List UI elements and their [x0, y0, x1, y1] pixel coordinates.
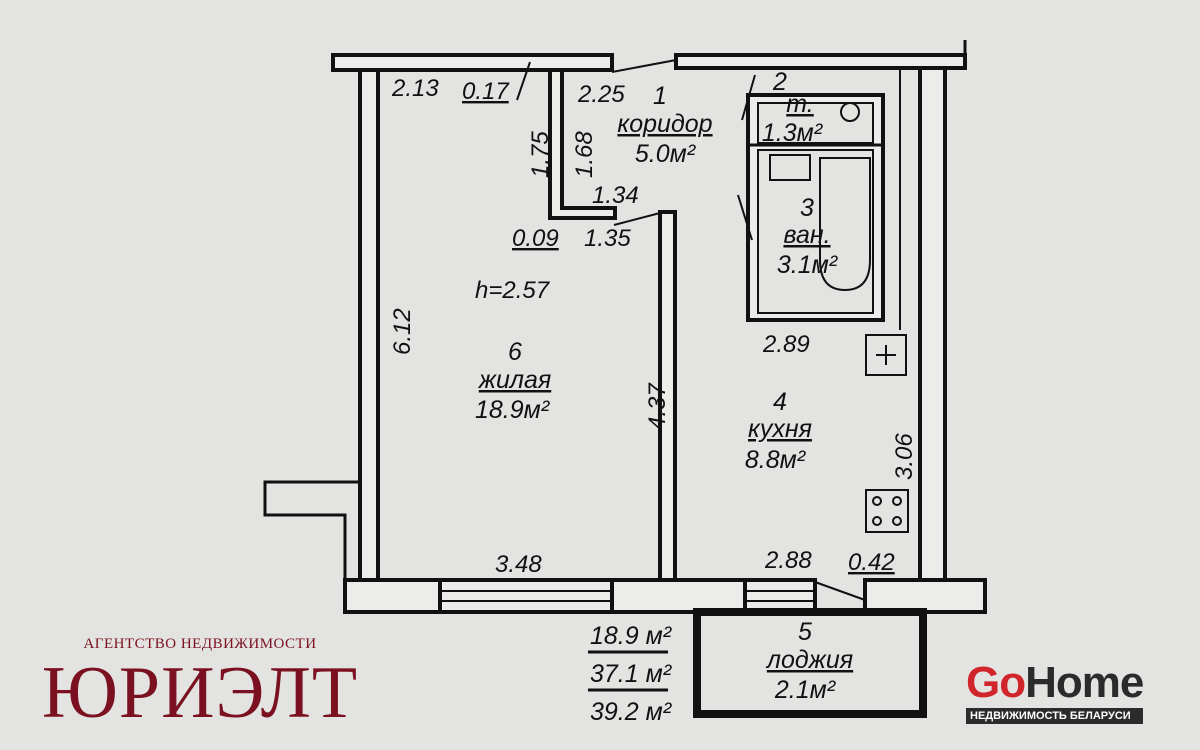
door-swing	[737, 194, 753, 241]
room-toilet: 2 т. 1.3м²	[762, 68, 824, 147]
dim-1-68: 1.68	[571, 131, 598, 178]
door-swing	[613, 212, 661, 226]
kitchen-sink-icon	[865, 334, 907, 376]
dim-0-42: 0.42	[848, 549, 895, 576]
loggia-walls	[693, 608, 927, 718]
bottom-wall-seg	[343, 578, 442, 614]
bottom-wall-pillar	[863, 578, 987, 614]
room-number: 6	[508, 338, 522, 366]
room-area: 18.9м²	[475, 396, 551, 424]
window-room	[438, 578, 614, 614]
living-area-total: 18.9 м²	[590, 622, 673, 650]
room-name: коридор	[617, 110, 712, 138]
left-wall	[358, 68, 380, 582]
room-number: 5	[798, 618, 812, 646]
dim-6-12: 6.12	[389, 308, 416, 355]
room-number: 1	[653, 82, 667, 110]
interior-wall	[658, 210, 677, 582]
agency-name: ЮРИЭЛТ	[41, 652, 359, 734]
room-name: лоджия	[765, 646, 853, 674]
door-swing	[516, 61, 531, 101]
dim-1-35: 1.35	[584, 225, 631, 252]
dim-2-25: 2.25	[577, 81, 625, 108]
gohome-tagline: НЕДВИЖИМОСТЬ БЕЛАРУСИ	[966, 708, 1144, 724]
dim-0-09: 0.09	[512, 225, 559, 252]
door-swing	[741, 74, 756, 121]
total-area: 37.1 м²	[590, 660, 673, 688]
bathroom-room	[757, 149, 874, 314]
window-kitchen	[743, 578, 817, 614]
corridor-wall	[548, 68, 617, 220]
room-area: 2.1м²	[774, 676, 837, 704]
room-name: жилая	[478, 366, 551, 394]
room-loggia: 5 лоджия 2.1м²	[765, 618, 853, 704]
room-bathroom: 3 ван. 3.1м²	[777, 194, 839, 279]
top-wall-left	[331, 53, 614, 72]
bathtub-icon	[819, 157, 871, 292]
dim-3-06: 3.06	[891, 433, 918, 480]
room-number: 2	[772, 68, 787, 96]
total-area-with-loggia: 39.2 м²	[590, 698, 673, 726]
dim-0-17: 0.17	[462, 78, 510, 105]
room-area: 8.8м²	[745, 446, 807, 474]
dim-2-89: 2.89	[762, 331, 810, 358]
dim-1-75: 1.75	[527, 131, 554, 178]
gohome-go: Go	[966, 658, 1026, 707]
room-name: ван.	[783, 221, 830, 249]
gohome-wordmark: GoHome	[966, 658, 1144, 707]
dim-2-88: 2.88	[764, 547, 812, 574]
dim-4-37: 4.37	[644, 382, 671, 430]
right-wall	[918, 66, 947, 582]
room-area: 1.3м²	[762, 119, 824, 147]
dim-2-13: 2.13	[391, 75, 439, 102]
room-kitchen: 4 кухня 8.8м²	[745, 388, 812, 474]
ceiling-height: h=2.57	[475, 277, 551, 304]
toilet-icon	[840, 102, 860, 122]
door-swing	[814, 581, 866, 601]
sink-icon	[769, 154, 811, 181]
room-living: 6 жилая 18.9м²	[475, 338, 551, 424]
dim-1-34: 1.34	[592, 182, 639, 209]
room-number: 4	[773, 388, 787, 416]
room-number: 3	[800, 194, 814, 222]
agency-logo: АГЕНТСТВО НЕДВИЖИМОСТИ ЮРИЭЛТ	[40, 636, 360, 733]
dim-3-48: 3.48	[495, 551, 542, 578]
gohome-home: Home	[1025, 658, 1144, 707]
room-name: кухня	[748, 415, 812, 443]
toilet-room	[757, 102, 874, 144]
door-swing	[611, 59, 677, 73]
area-totals: 18.9 м² 37.1 м² 39.2 м²	[588, 622, 673, 726]
gohome-logo: GoHome НЕДВИЖИМОСТЬ БЕЛАРУСИ	[966, 658, 1144, 724]
bottom-wall-seg	[610, 578, 747, 614]
room-area: 3.1м²	[777, 251, 839, 279]
room-area: 5.0м²	[635, 140, 697, 168]
room-name: т.	[786, 90, 814, 118]
room-corridor: 1 коридор 5.0м²	[617, 82, 712, 168]
stove-icon	[865, 489, 909, 533]
agency-subtitle: АГЕНТСТВО НЕДВИЖИМОСТИ	[83, 636, 317, 652]
